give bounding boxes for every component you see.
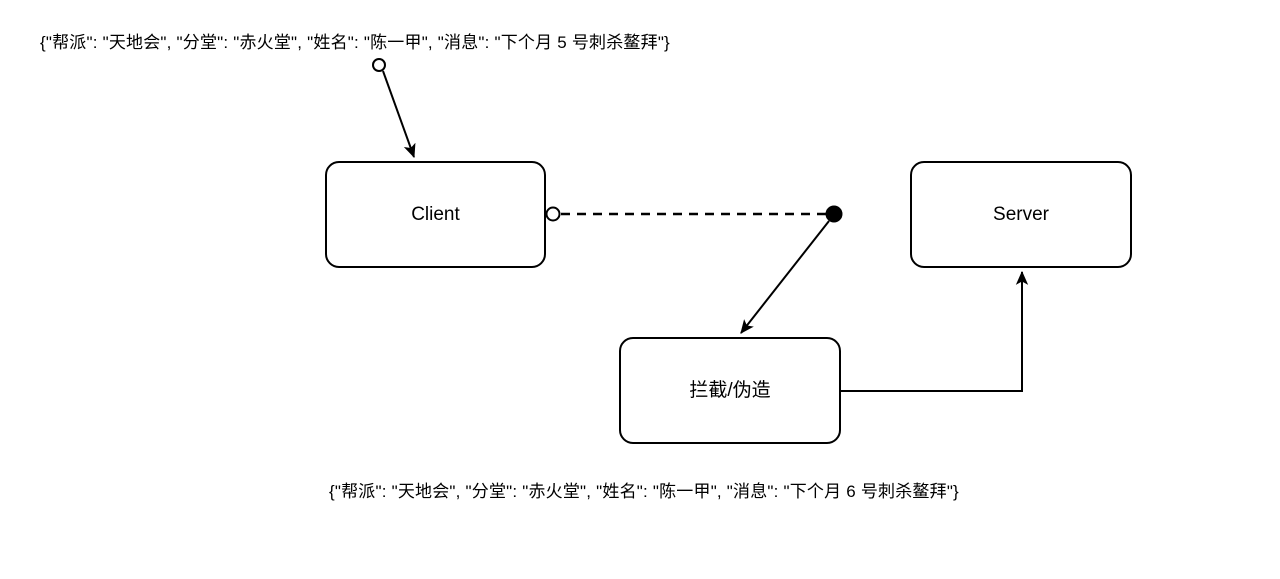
edge-line-tap-to-intercept bbox=[740, 220, 830, 334]
edge-intercept-to-server bbox=[841, 270, 1029, 392]
hollow-circle-endpoint-client bbox=[545, 206, 561, 222]
edge-payload-to-client bbox=[372, 58, 416, 159]
edge-line-intercept-to-server bbox=[841, 270, 1029, 392]
edge-client-to-tap bbox=[545, 205, 843, 223]
filled-circle-endpoint-tap bbox=[825, 205, 843, 223]
node-intercept-label: 拦截/伪造 bbox=[689, 379, 771, 401]
edge-line-payload-to-client bbox=[382, 70, 416, 159]
hollow-circle-endpoint-payload bbox=[372, 58, 386, 72]
node-client[interactable]: Client bbox=[325, 161, 546, 268]
edge-tap-to-intercept bbox=[740, 220, 830, 334]
node-server[interactable]: Server bbox=[910, 161, 1132, 268]
node-client-label: Client bbox=[411, 203, 460, 225]
payload-original-text: {"帮派": "天地会", "分堂": "赤火堂", "姓名": "陈一甲", … bbox=[40, 33, 670, 52]
node-server-label: Server bbox=[993, 203, 1049, 225]
payload-tampered-text: {"帮派": "天地会", "分堂": "赤火堂", "姓名": "陈一甲", … bbox=[329, 482, 959, 501]
node-intercept[interactable]: 拦截/伪造 bbox=[619, 337, 841, 444]
